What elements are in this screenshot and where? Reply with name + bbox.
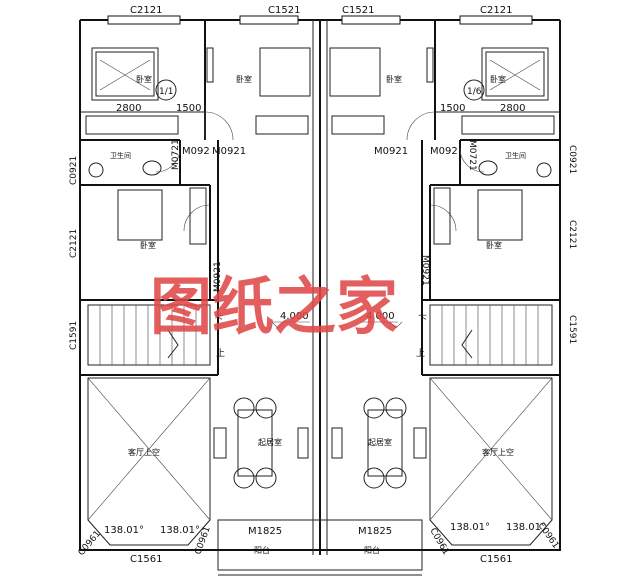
room-label-living-void-left: 客厅上空 [128, 447, 160, 457]
room-label-bedroom-mid-left: 卧室 [140, 240, 156, 250]
window-label-bottom-right: C1561 [480, 554, 512, 565]
door-label-left-bath: M0721 [171, 139, 181, 170]
room-label-balcony-left: 阳台 [254, 545, 270, 555]
window-label-left-bedroom: C2121 [69, 229, 79, 258]
room-label-bath-left: 卫生间 [110, 151, 131, 160]
window-label-right-stair: C1591 [567, 315, 577, 344]
door-label-balcony-right: M1825 [358, 526, 392, 537]
angle-label-2: 138.01° [160, 525, 200, 536]
door-label-balcony-left: M1825 [248, 526, 282, 537]
room-label-bedroom-top-center-left: 卧室 [236, 74, 252, 84]
axis-tags: 1/1 1/6 [155, 79, 485, 101]
room-label-lounge-left: 起居室 [258, 437, 282, 447]
axis-tag-left: 1/1 [159, 87, 173, 97]
door-labels: M092 M0921 M0721 M0921 M0921 M092 M0721 … [171, 139, 477, 537]
window-label-top-right-outer: C2121 [480, 5, 512, 16]
top-windows [107, 15, 533, 25]
stair-down-left: 下 [214, 315, 223, 325]
dimension-1500-right: 1500 [440, 103, 465, 114]
room-label-balcony-right: 阳台 [364, 545, 380, 555]
beds [91, 47, 549, 241]
room-label-bedroom-top-right: 卧室 [490, 74, 506, 84]
door-label-right-center: M0921 [374, 146, 408, 157]
window-label-corner-right-inner: C0961 [427, 527, 450, 557]
stair-down-right: 下 [418, 315, 427, 325]
dimension-labels: 2800 1500 1500 2800 138.01° 138.01° 138.… [104, 103, 546, 536]
room-label-bath-right: 卫生间 [505, 151, 526, 160]
room-label-bedroom-top-left: 卧室 [136, 74, 152, 84]
dimension-1500-left: 1500 [176, 103, 201, 114]
window-label-top-left-inner: C1521 [268, 5, 300, 16]
lounge-furniture [213, 397, 427, 489]
room-label-living-void-right: 客厅上空 [482, 447, 514, 457]
stair-up-right: 上 [416, 348, 425, 359]
door-label-right-bath: M0721 [467, 140, 477, 171]
angle-label-3: 138.01° [450, 522, 490, 533]
dimension-2800-left: 2800 [116, 103, 141, 114]
watermark: 图纸之家 [150, 270, 398, 343]
stair-labels: 下 上 下 上 [214, 315, 427, 359]
window-label-top-left-outer: C2121 [130, 5, 162, 16]
living-void [87, 377, 553, 546]
balcony [217, 519, 423, 576]
bath-fixtures [88, 160, 552, 178]
room-label-lounge-right: 起居室 [368, 437, 392, 447]
window-label-top-center: C1521 [342, 5, 374, 16]
angle-label-1: 138.01° [104, 525, 144, 536]
door-label-left-bedroom: M092 [182, 146, 210, 157]
room-label-bedroom-mid-right: 卧室 [486, 240, 502, 250]
elevation-marks: 4.000 4.000 [271, 311, 403, 329]
elevation-left: 4.000 [280, 311, 309, 322]
window-label-bottom-left: C1561 [130, 554, 162, 565]
room-labels: 卧室 卧室 卧室 卧室 卫生间 卫生间 卧室 卧室 客厅上空 客厅上空 起居室 … [110, 74, 526, 555]
door-label-right-lower-bedroom: M0921 [420, 255, 430, 286]
axis-tag-right: 1/6 [467, 87, 482, 97]
dimension-2800-right: 2800 [500, 103, 525, 114]
angle-label-4: 138.01° [506, 522, 546, 533]
door-label-left-center: M0921 [212, 146, 246, 157]
window-label-right-bedroom: C2121 [567, 220, 577, 249]
interior-walls-right [421, 20, 560, 376]
room-label-bedroom-top-center-right: 卧室 [386, 74, 402, 84]
door-label-right-bedroom: M092 [430, 146, 458, 157]
door-label-left-lower-bedroom: M0921 [213, 261, 223, 292]
elevation-right: 4.000 [366, 311, 395, 322]
stair-up-left: 上 [216, 348, 225, 359]
window-label-right-bath: C0921 [567, 145, 577, 174]
wardrobes [85, 115, 555, 245]
window-label-left-bath: C0921 [69, 156, 79, 185]
window-label-left-stair: C1591 [69, 321, 79, 350]
stairs [87, 304, 553, 366]
